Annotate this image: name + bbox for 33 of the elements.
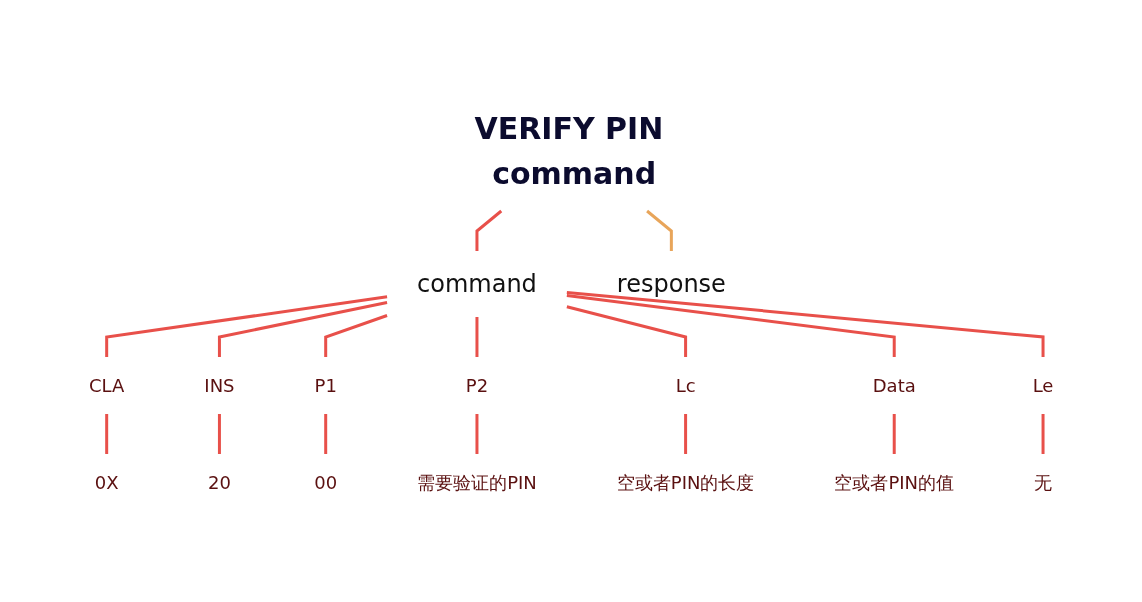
node-text: 空或者PIN的值 (834, 471, 954, 493)
connector (217, 301, 388, 357)
connector (323, 414, 327, 454)
node-text: response (616, 269, 726, 298)
node-text: P1 (314, 374, 337, 396)
connector (217, 414, 221, 454)
node-text: Le (1032, 374, 1054, 396)
node-text: command (416, 269, 537, 298)
connector (566, 305, 687, 357)
connector (475, 209, 502, 251)
node-text: VERIFY PIN command (474, 111, 664, 191)
node-text: Data (872, 374, 916, 396)
node-text: 需要验证的PIN (416, 471, 537, 493)
connector (683, 414, 687, 454)
node-text: P2 (465, 374, 488, 396)
node-text: INS (204, 374, 235, 396)
node-text: 00 (314, 471, 337, 493)
connector (104, 295, 388, 357)
node-text: 0X (94, 471, 119, 493)
connector (892, 414, 896, 454)
node-text: Lc (675, 374, 696, 396)
node-text: 空或者PIN的长度 (616, 471, 755, 493)
connector (475, 317, 479, 357)
connector (566, 290, 1045, 357)
node-text: 无 (1033, 471, 1052, 493)
connector (104, 414, 108, 454)
node-text: 20 (207, 471, 231, 493)
connector (566, 293, 896, 357)
connector (323, 314, 388, 357)
connector (1041, 414, 1045, 454)
connector (645, 209, 673, 251)
node-text: CLA (88, 374, 125, 396)
connector (475, 414, 479, 454)
